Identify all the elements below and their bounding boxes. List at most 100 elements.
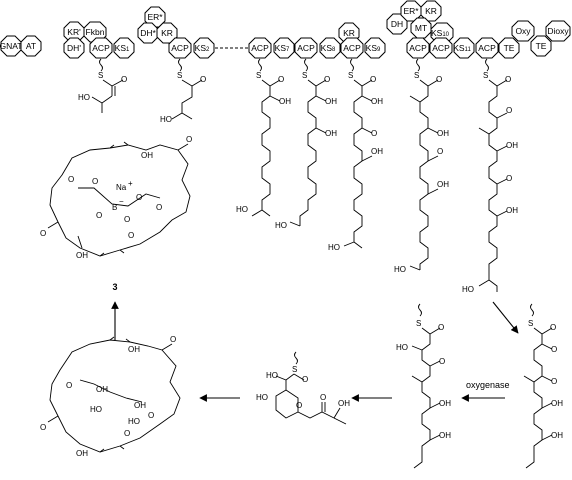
svg-text:OH: OH bbox=[551, 399, 563, 408]
domain-ks-9: KS9 bbox=[365, 38, 385, 58]
svg-text:HO: HO bbox=[328, 243, 340, 252]
svg-text:S: S bbox=[348, 71, 353, 80]
svg-text:OH: OH bbox=[141, 151, 153, 160]
linear-intermediate-b: S O O O OH OH bbox=[524, 304, 563, 468]
intermediate-6: S O OH O OH HO bbox=[394, 59, 449, 274]
svg-text:O: O bbox=[186, 135, 192, 144]
svg-text:OH: OH bbox=[134, 401, 146, 410]
svg-text:O: O bbox=[506, 174, 512, 183]
svg-text:O: O bbox=[170, 335, 176, 344]
domain-acp-1: ACP bbox=[90, 38, 112, 58]
pks-domain-row: GNAT AT KR' Fkbn DH' ACP KS1 bbox=[0, 1, 570, 58]
svg-text:DH*: DH* bbox=[140, 28, 156, 38]
svg-text:KR: KR bbox=[343, 28, 355, 38]
svg-text:O: O bbox=[68, 175, 74, 184]
svg-text:O: O bbox=[156, 203, 162, 212]
svg-text:Oxy: Oxy bbox=[515, 26, 531, 36]
svg-text:ACP: ACP bbox=[297, 43, 315, 53]
svg-text:O: O bbox=[320, 393, 326, 402]
svg-text:O: O bbox=[124, 215, 130, 224]
svg-text:O: O bbox=[96, 211, 102, 220]
oxygenase-label: oxygenase bbox=[466, 380, 510, 390]
svg-text:O: O bbox=[438, 323, 444, 332]
svg-text:ACP: ACP bbox=[171, 43, 189, 53]
svg-text:B: B bbox=[112, 203, 117, 212]
svg-text:O: O bbox=[136, 193, 142, 202]
svg-text:ACP: ACP bbox=[343, 43, 361, 53]
svg-text:HO: HO bbox=[78, 93, 90, 102]
svg-text:TE: TE bbox=[536, 41, 547, 51]
svg-text:O: O bbox=[505, 75, 511, 84]
svg-text:O: O bbox=[437, 147, 443, 156]
svg-text:HO: HO bbox=[462, 285, 474, 294]
domain-at: AT bbox=[21, 36, 41, 56]
svg-text:OH: OH bbox=[76, 251, 88, 260]
svg-text:S: S bbox=[483, 71, 488, 80]
svg-text:ACP: ACP bbox=[478, 43, 496, 53]
domain-dioxy: Dioxy bbox=[546, 21, 570, 41]
domain-acp-3: ACP bbox=[249, 38, 271, 58]
svg-text:O: O bbox=[439, 357, 445, 366]
svg-text:S: S bbox=[528, 319, 533, 328]
svg-text:O: O bbox=[550, 323, 556, 332]
domain-te-2: TE bbox=[531, 36, 551, 56]
svg-text:GNAT: GNAT bbox=[0, 41, 22, 51]
svg-text:O: O bbox=[302, 375, 308, 384]
domain-acp-2: ACP bbox=[169, 38, 191, 58]
domain-dh-prime: DH' bbox=[64, 38, 84, 58]
svg-text:O: O bbox=[66, 381, 72, 390]
intermediate-4: S O OH OH HO bbox=[275, 59, 337, 230]
svg-text:OH: OH bbox=[437, 180, 449, 189]
compound-3-label: 3 bbox=[112, 282, 117, 292]
domain-ks-1: KS1 bbox=[114, 38, 134, 58]
svg-text:OH: OH bbox=[128, 345, 140, 354]
svg-text:O: O bbox=[128, 231, 134, 240]
svg-text:O: O bbox=[371, 129, 377, 138]
svg-text:Na: Na bbox=[116, 183, 127, 192]
svg-text:OH: OH bbox=[96, 385, 108, 394]
svg-text:OH: OH bbox=[325, 129, 337, 138]
svg-text:O: O bbox=[324, 75, 330, 84]
svg-text:O: O bbox=[92, 177, 98, 186]
svg-text:+: + bbox=[128, 179, 133, 188]
svg-text:Dioxy: Dioxy bbox=[547, 26, 569, 36]
svg-text:O: O bbox=[121, 75, 127, 84]
svg-text:DH: DH bbox=[391, 19, 403, 29]
svg-text:HO: HO bbox=[90, 405, 102, 414]
svg-text:TE: TE bbox=[504, 43, 515, 53]
svg-text:AT: AT bbox=[26, 41, 36, 51]
svg-text:O: O bbox=[200, 75, 206, 84]
intermediate-5: S O OH O OH HO bbox=[328, 59, 383, 252]
svg-text:O: O bbox=[40, 423, 46, 432]
aglycone-macrocycle: O OH O OH OH HO OH HO O O O bbox=[40, 335, 180, 458]
svg-text:O: O bbox=[551, 377, 557, 386]
arrow-release bbox=[493, 302, 518, 333]
domain-ks-8: KS8 bbox=[320, 38, 340, 58]
svg-text:OH: OH bbox=[439, 431, 451, 440]
svg-text:S: S bbox=[302, 71, 307, 80]
svg-text:HO: HO bbox=[256, 393, 268, 402]
svg-text:HO: HO bbox=[266, 371, 278, 380]
svg-text:ACP: ACP bbox=[92, 43, 110, 53]
svg-text:S: S bbox=[256, 71, 261, 80]
svg-text:O: O bbox=[296, 401, 302, 410]
domain-ks-11: KS11 bbox=[453, 38, 474, 58]
svg-text:HO: HO bbox=[275, 221, 287, 230]
domain-ks-2: KS2 bbox=[194, 38, 214, 58]
domain-mt: MT bbox=[411, 18, 431, 38]
svg-text:S: S bbox=[177, 71, 182, 80]
domain-oxy: Oxy bbox=[512, 21, 534, 41]
svg-text:HO: HO bbox=[396, 343, 408, 352]
svg-text:HO: HO bbox=[236, 205, 248, 214]
domain-acp-5: ACP bbox=[341, 38, 363, 58]
svg-text:MT: MT bbox=[415, 23, 427, 33]
svg-text:S: S bbox=[292, 365, 297, 374]
svg-text:KR: KR bbox=[161, 28, 173, 38]
svg-text:HO: HO bbox=[394, 265, 406, 274]
svg-text:OH: OH bbox=[437, 129, 449, 138]
spiroketal-intermediate: S HO O HO O O OH bbox=[256, 352, 350, 424]
svg-text:Fkbn: Fkbn bbox=[86, 27, 105, 37]
svg-text:ER*: ER* bbox=[403, 6, 419, 16]
svg-text:O: O bbox=[370, 75, 376, 84]
